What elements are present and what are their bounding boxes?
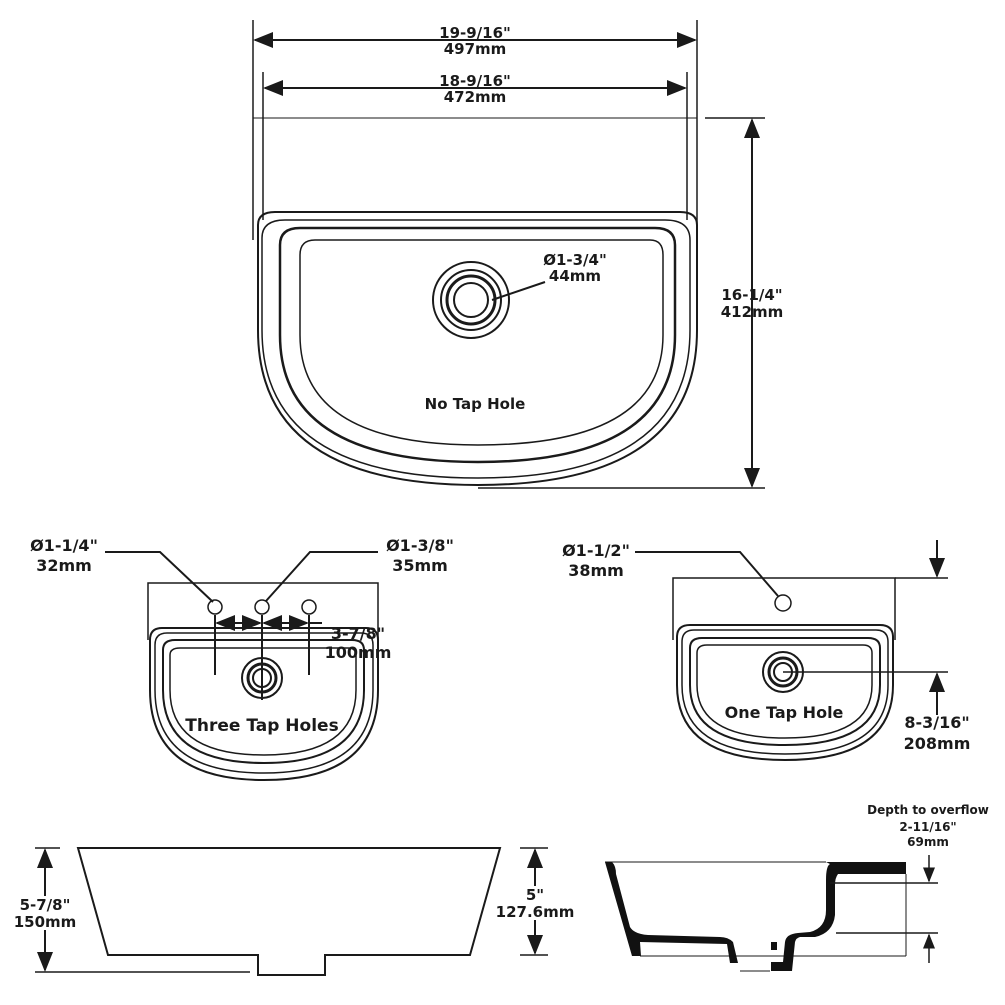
three-tap-view: Ø1-1/4" 32mm Ø1-3/8" 35mm 3-7/8" 100mm T… [30, 536, 454, 782]
waste-diameter-metric: 44mm [549, 267, 601, 285]
spacing-metric: 100mm [325, 643, 392, 662]
tap-holes [207, 599, 317, 615]
top-view: 19-9/16" 497mm 18-9/16" 472mm 16-1/4" 41… [252, 20, 784, 489]
no-tap-hole-label: No Tap Hole [425, 395, 526, 413]
center-hole-imperial: Ø1-3/8" [386, 536, 454, 555]
basin-outline [147, 582, 379, 782]
overall-width-imperial: 19-9/16" [439, 24, 511, 42]
inner-width-imperial: 18-9/16" [439, 72, 511, 90]
overflow-depth-imperial: 2-11/16" [899, 820, 956, 834]
one-tap-view: Ø1-1/2" 38mm 8-3/16" 208mm One Tap Hole [562, 540, 971, 762]
overall-width-metric: 497mm [444, 40, 507, 58]
total-height-metric: 150mm [14, 913, 77, 931]
total-height-imperial: 5-7/8" [20, 896, 71, 914]
side-hole-metric: 32mm [36, 556, 92, 575]
spacing-imperial: 3-7/8" [331, 624, 385, 643]
inner-width-metric: 472mm [444, 88, 507, 106]
basin-outline [672, 577, 896, 762]
overflow-depth-lines [830, 855, 938, 963]
tap-hole [774, 594, 792, 612]
center-hole-metric: 35mm [392, 556, 448, 575]
section-view: Depth to overflow 2-11/16" 69mm [605, 803, 989, 972]
basin-profile [76, 847, 502, 976]
hole-imperial: Ø1-1/2" [562, 541, 630, 560]
hole-metric: 38mm [568, 561, 624, 580]
one-tap-hole-label: One Tap Hole [725, 703, 844, 722]
depth-to-overflow-title: Depth to overflow [867, 803, 989, 817]
section-outline [605, 861, 907, 972]
waste-diameter-imperial: Ø1-3/4" [543, 251, 607, 269]
extension-lines [252, 20, 765, 489]
three-tap-holes-label: Three Tap Holes [185, 716, 338, 736]
depth-imperial: 16-1/4" [721, 286, 782, 304]
section-solid [605, 862, 906, 971]
bowl-height-metric: 127.6mm [496, 903, 575, 921]
side-view: 5-7/8" 150mm 5" 127.6mm [8, 847, 575, 976]
side-hole-imperial: Ø1-1/4" [30, 536, 98, 555]
leader-line [491, 281, 546, 301]
waste-outlet [432, 261, 510, 339]
basin-outline [257, 211, 698, 487]
bowl-height-imperial: 5" [526, 886, 544, 904]
distance-imperial: 8-3/16" [904, 713, 969, 732]
leader-lines [105, 551, 378, 700]
depth-metric: 412mm [721, 303, 784, 321]
dimension-lines [635, 540, 948, 715]
overflow-depth-metric: 69mm [907, 835, 949, 849]
distance-metric: 208mm [904, 734, 971, 753]
